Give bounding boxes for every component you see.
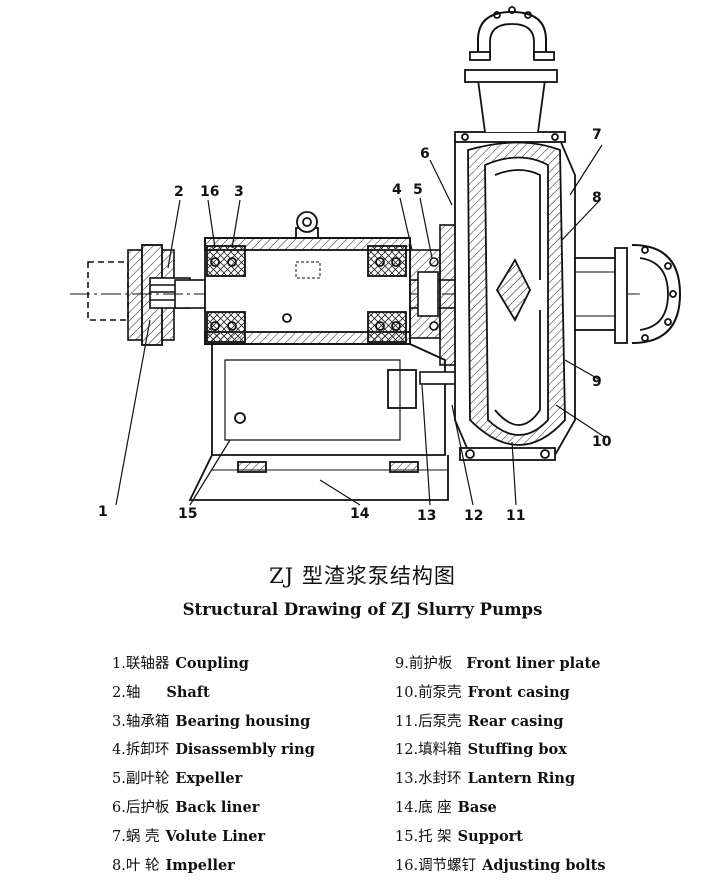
callout-9: 9 <box>592 374 602 390</box>
callout-11: 11 <box>506 508 525 524</box>
callout-6: 6 <box>420 146 430 162</box>
title-chinese: ZJ 型渣浆泵结构图 <box>269 564 456 588</box>
callout-8: 8 <box>592 190 602 206</box>
callout-13: 13 <box>417 508 436 524</box>
callout-14: 14 <box>350 506 370 522</box>
leader-lines <box>115 144 607 506</box>
callout-10: 10 <box>592 434 612 450</box>
callout-12: 12 <box>464 508 483 524</box>
pump-drawing: 1 2 16 3 4 5 6 7 8 9 10 11 12 13 14 15 <box>70 6 682 524</box>
callout-2: 2 <box>174 184 184 200</box>
callout-labels: 1 2 16 3 4 5 6 7 8 9 10 11 12 13 14 15 <box>98 127 612 524</box>
callout-5: 5 <box>413 182 423 198</box>
discharge-outlet <box>464 6 558 133</box>
callout-4: 4 <box>392 182 402 198</box>
bearing-housing <box>204 211 411 345</box>
callout-7: 7 <box>592 127 602 143</box>
suction-inlet <box>574 244 682 344</box>
callout-3: 3 <box>234 184 244 200</box>
callout-1: 1 <box>98 504 108 520</box>
support <box>188 343 449 501</box>
title-english: Structural Drawing of ZJ Slurry Pumps <box>182 600 543 619</box>
callout-16: 16 <box>200 184 219 200</box>
callout-15: 15 <box>178 506 197 522</box>
pump-casing <box>454 131 576 461</box>
